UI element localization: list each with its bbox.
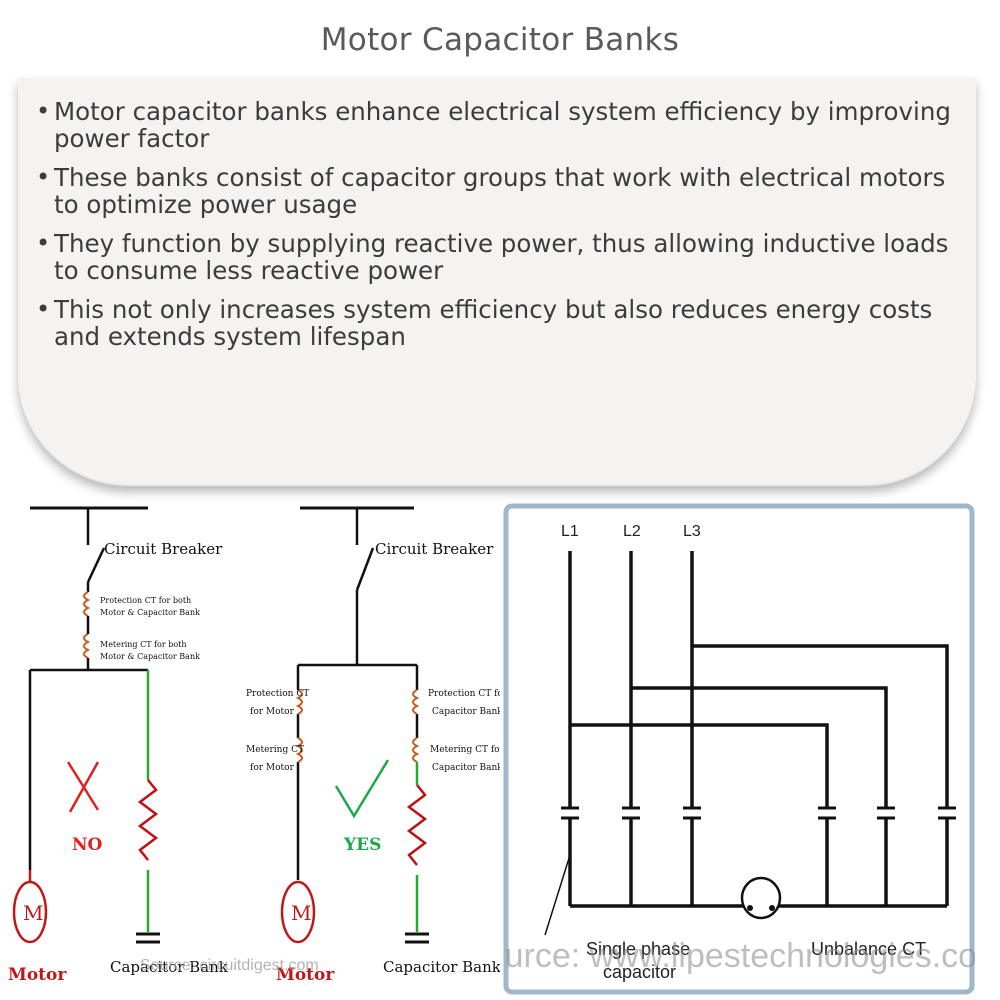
resistor [137, 779, 159, 861]
unbalance-ct-label: Unbalance CT [811, 939, 926, 959]
resistor [406, 784, 428, 866]
motor-letter: M [23, 901, 43, 925]
ct-terminal [769, 905, 775, 911]
bullet-item: •They function by supplying reactive pow… [36, 229, 966, 285]
tap-l1 [570, 723, 829, 808]
tap-l2 [631, 686, 888, 808]
source-watermark: Source: www.lipestechnologies.co [503, 937, 975, 975]
ct-label: Motor & Capacitor Bank [100, 608, 200, 617]
summary-card [18, 78, 976, 486]
ct-label: Protection CT for both [100, 596, 191, 605]
bullet-text: They function by supplying reactive powe… [54, 229, 949, 285]
bullet-dot: • [36, 229, 51, 257]
unbalance-ct-symbol [740, 876, 782, 920]
label-leader [544, 854, 571, 936]
ct-coil-protection-cap [412, 689, 420, 715]
bullet-list: •Motor capacitor banks enhance electrica… [36, 98, 966, 362]
cross-mark [66, 761, 100, 811]
ct-label: Protection CT for [428, 689, 500, 699]
bullet-text: Motor capacitor banks enhance electrical… [54, 97, 951, 153]
single-phase-label: Single phase [586, 939, 690, 959]
check-mark [334, 759, 390, 819]
ct-coil-metering-motor [295, 737, 303, 763]
ct-label: Metering CT for both [100, 640, 187, 649]
bullet-dot: • [36, 163, 51, 191]
phase-label-l2: L2 [623, 523, 641, 540]
bullet-item: •This not only increases system efficien… [36, 295, 966, 351]
capacitor-bank-label: Capacitor Bank [110, 958, 229, 976]
phase-label-l3: L3 [683, 523, 701, 540]
capacitor-bank-label: Capacitor Bank [383, 958, 500, 976]
motor-symbol [280, 880, 316, 944]
circuit-breaker-label: Circuit Breaker [375, 540, 494, 558]
bullet-text: This not only increases system efficienc… [54, 295, 933, 351]
bullet-dot: • [36, 97, 51, 125]
bullet-item: •Motor capacitor banks enhance electrica… [36, 97, 966, 153]
ct-terminal [747, 905, 753, 911]
ct-label: for Motor [250, 707, 295, 717]
schematic-frame [503, 503, 975, 995]
ct-coil-metering [83, 633, 91, 659]
verdict-no: NO [72, 835, 103, 855]
ct-label: Protection CT [246, 689, 309, 699]
ct-label: Capacitor Bank [432, 707, 500, 717]
source-watermark: Source: circuitdigest.com [140, 957, 319, 974]
phase-label-l1: L1 [561, 523, 579, 540]
ct-label: Metering CT [246, 745, 304, 755]
ct-label: for Motor [250, 763, 295, 773]
motor-letter: M [291, 901, 311, 925]
ct-coil-protection [83, 591, 91, 617]
motor-label: Motor [8, 965, 67, 985]
circuit-breaker-label: Circuit Breaker [104, 540, 223, 558]
motor-label: Motor [276, 965, 335, 985]
ct-placement-diagram: Circuit Breaker Protection CT for both M… [8, 506, 500, 985]
ct-coil-protection-motor [295, 689, 303, 715]
ct-label: Capacitor Bank [432, 763, 500, 773]
single-phase-label: capacitor [603, 962, 676, 982]
cross-mark [68, 761, 100, 813]
bullet-text: These banks consist of capacitor groups … [54, 163, 946, 219]
breaker-switch [86, 547, 106, 583]
ct-label: Motor & Capacitor Bank [100, 652, 200, 661]
bullet-dot: • [36, 295, 51, 323]
breaker-switch [355, 547, 375, 591]
tap-l3 [692, 644, 949, 808]
ct-coil-metering-cap [412, 737, 420, 763]
bullet-item: •These banks consist of capacitor groups… [36, 163, 966, 219]
unbalance-ct-schematic: L1 L2 L3 [503, 503, 975, 995]
ct-label: Metering CT for [430, 745, 500, 755]
verdict-yes: YES [343, 835, 381, 855]
page-title: Motor Capacitor Banks [320, 22, 680, 58]
